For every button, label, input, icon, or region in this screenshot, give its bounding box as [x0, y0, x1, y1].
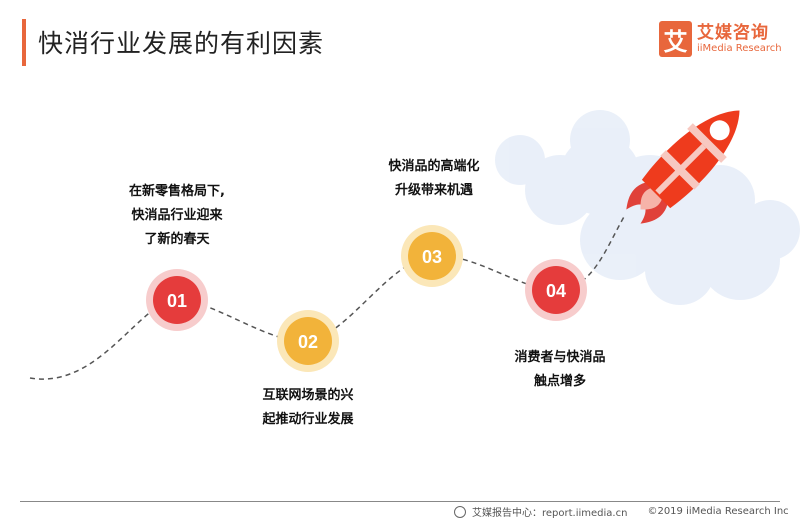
step-marker-02: 02: [277, 310, 339, 372]
step-number: 01: [167, 291, 187, 311]
footer: 艾媒报告中心：report.iimedia.cn ©2019 iiMedia R…: [454, 504, 789, 519]
rocket-icon: [626, 110, 740, 224]
title-accent-bar: [22, 19, 26, 66]
step-marker-03: 03: [401, 225, 463, 287]
step-marker-04: 04: [525, 259, 587, 321]
clouds: [495, 110, 800, 305]
footer-divider: [20, 501, 780, 502]
step-04-text: 消费者与快消品触点增多: [514, 350, 606, 389]
dashed-path: [29, 214, 626, 380]
step-marker-01: 01: [146, 269, 208, 331]
step-number: 02: [298, 332, 318, 352]
step-01-text: 在新零售格局下,快消品行业迎来了新的春天: [129, 184, 225, 247]
step-number: 03: [422, 247, 442, 267]
step-number: 04: [546, 281, 566, 301]
step-03-text: 快消品的高端化升级带来机遇: [388, 159, 480, 198]
footer-source: 艾媒报告中心：report.iimedia.cn: [472, 508, 628, 519]
globe-icon: [454, 505, 466, 518]
page-title: 快消行业发展的有利因素: [38, 29, 325, 58]
step-02-text: 互联网场景的兴起推动行业发展: [262, 388, 354, 427]
logo-name-en: iiMedia Research: [697, 43, 782, 54]
logo-mark: 艾: [659, 21, 692, 57]
footer-copyright: ©2019 iiMedia Research Inc: [647, 506, 789, 517]
iimedia-logo: 艾 艾媒咨询 iiMedia Research: [659, 21, 782, 57]
logo-name-cn: 艾媒咨询: [697, 23, 769, 43]
